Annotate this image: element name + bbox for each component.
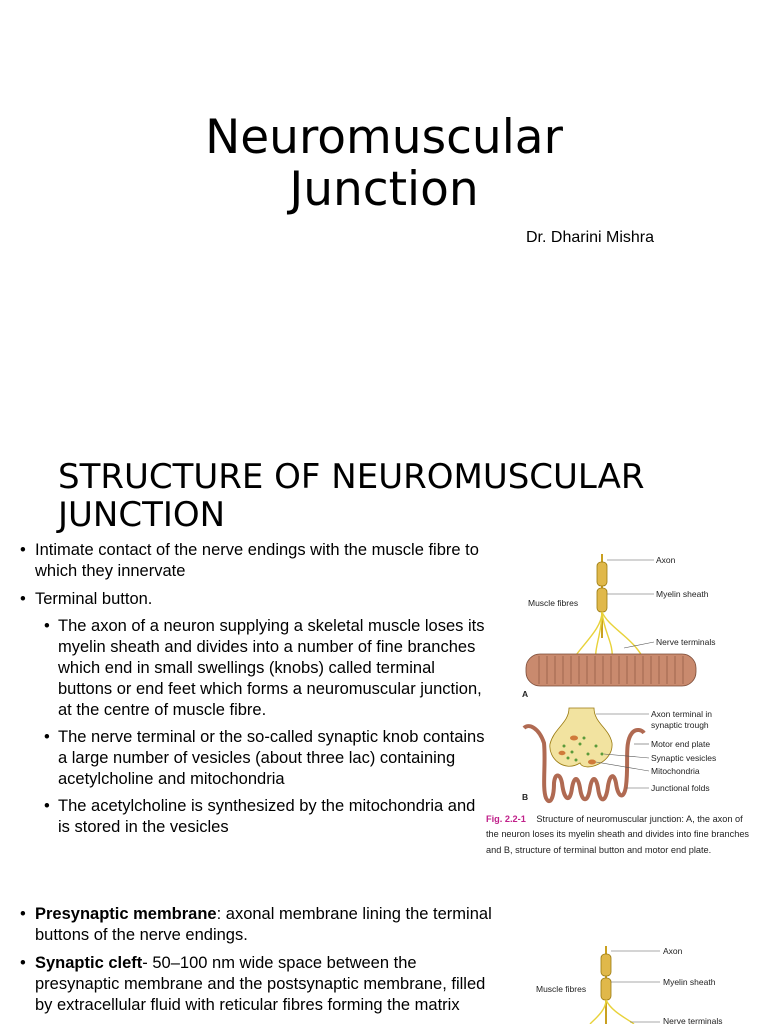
label-muscle-fibres: Muscle fibres <box>528 598 578 608</box>
bullet-item: Presynaptic membrane: axonal membrane li… <box>20 904 495 946</box>
sub-bullet-item: The nerve terminal or the so-called syna… <box>30 727 490 790</box>
bullet-list: Presynaptic membrane: axonal membrane li… <box>20 904 495 1023</box>
nerve-branch <box>605 999 635 1024</box>
junctional-folds <box>522 724 646 804</box>
bullet-item: Terminal button. The axon of a neuron su… <box>20 589 490 838</box>
neuromuscular-junction-figure: Axon Myelin sheath Muscle fibres Nerve t… <box>486 554 749 855</box>
label-synaptic-vesicles: Synaptic vesicles <box>651 753 716 763</box>
label-nerve-terminals: Nerve terminals <box>663 1016 723 1024</box>
label-axon: Axon <box>656 555 676 565</box>
bullet-list: Intimate contact of the nerve endings wi… <box>20 540 490 845</box>
label-axon: Axon <box>663 946 683 956</box>
title-slide: Neuromuscular Junction Dr. Dharini Mishr… <box>0 0 768 420</box>
myelin-segment <box>600 953 612 977</box>
label-synaptic-trough: synaptic trough <box>651 720 709 730</box>
presentation-title: Neuromuscular Junction <box>205 110 563 217</box>
panel-label-b: B <box>522 792 528 802</box>
nerve-branch <box>573 611 603 659</box>
myelin-segment <box>596 561 608 587</box>
label-mitochondria: Mitochondria <box>651 766 700 776</box>
sub-bullet-item: The axon of a neuron supplying a skeleta… <box>30 616 490 721</box>
label-axon-terminal: Axon terminal in <box>651 709 712 719</box>
label-myelin-sheath: Myelin sheath <box>663 977 716 987</box>
label-muscle-fibres: Muscle fibres <box>536 984 586 994</box>
author-name: Dr. Dharini Mishra <box>526 229 655 246</box>
sub-bullet-list: The axon of a neuron supplying a skeleta… <box>30 616 490 838</box>
panel-label-a: A <box>522 689 528 699</box>
bullet-item: Synaptic cleft- 50–100 nm wide space bet… <box>20 953 495 1016</box>
bullet-item: Intimate contact of the nerve endings wi… <box>20 540 490 582</box>
slide-title: STRUCTURE OF NEUROMUSCULAR JUNCTION <box>58 457 645 535</box>
myelin-segment <box>600 977 612 1001</box>
label-myelin-sheath: Myelin sheath <box>656 589 709 599</box>
label-nerve-terminals: Nerve terminals <box>656 637 716 647</box>
label-junctional-folds: Junctional folds <box>651 783 710 793</box>
nerve-branch <box>589 999 607 1024</box>
sub-bullet-item: The acetylcholine is synthesized by the … <box>30 796 490 838</box>
myelin-segment <box>596 587 608 613</box>
label-motor-end-plate: Motor end plate <box>651 739 710 749</box>
figure-caption-line: the neuron loses its myelin sheath and d… <box>486 829 749 839</box>
neuromuscular-junction-figure-partial: Axon Myelin sheath Muscle fibres Nerve t… <box>536 946 723 1024</box>
figure-caption-line: and B, structure of terminal button and … <box>486 845 711 855</box>
axon-terminal <box>549 707 613 768</box>
figure-caption: Fig. 2.2-1 Structure of neuromuscular ju… <box>486 814 743 824</box>
